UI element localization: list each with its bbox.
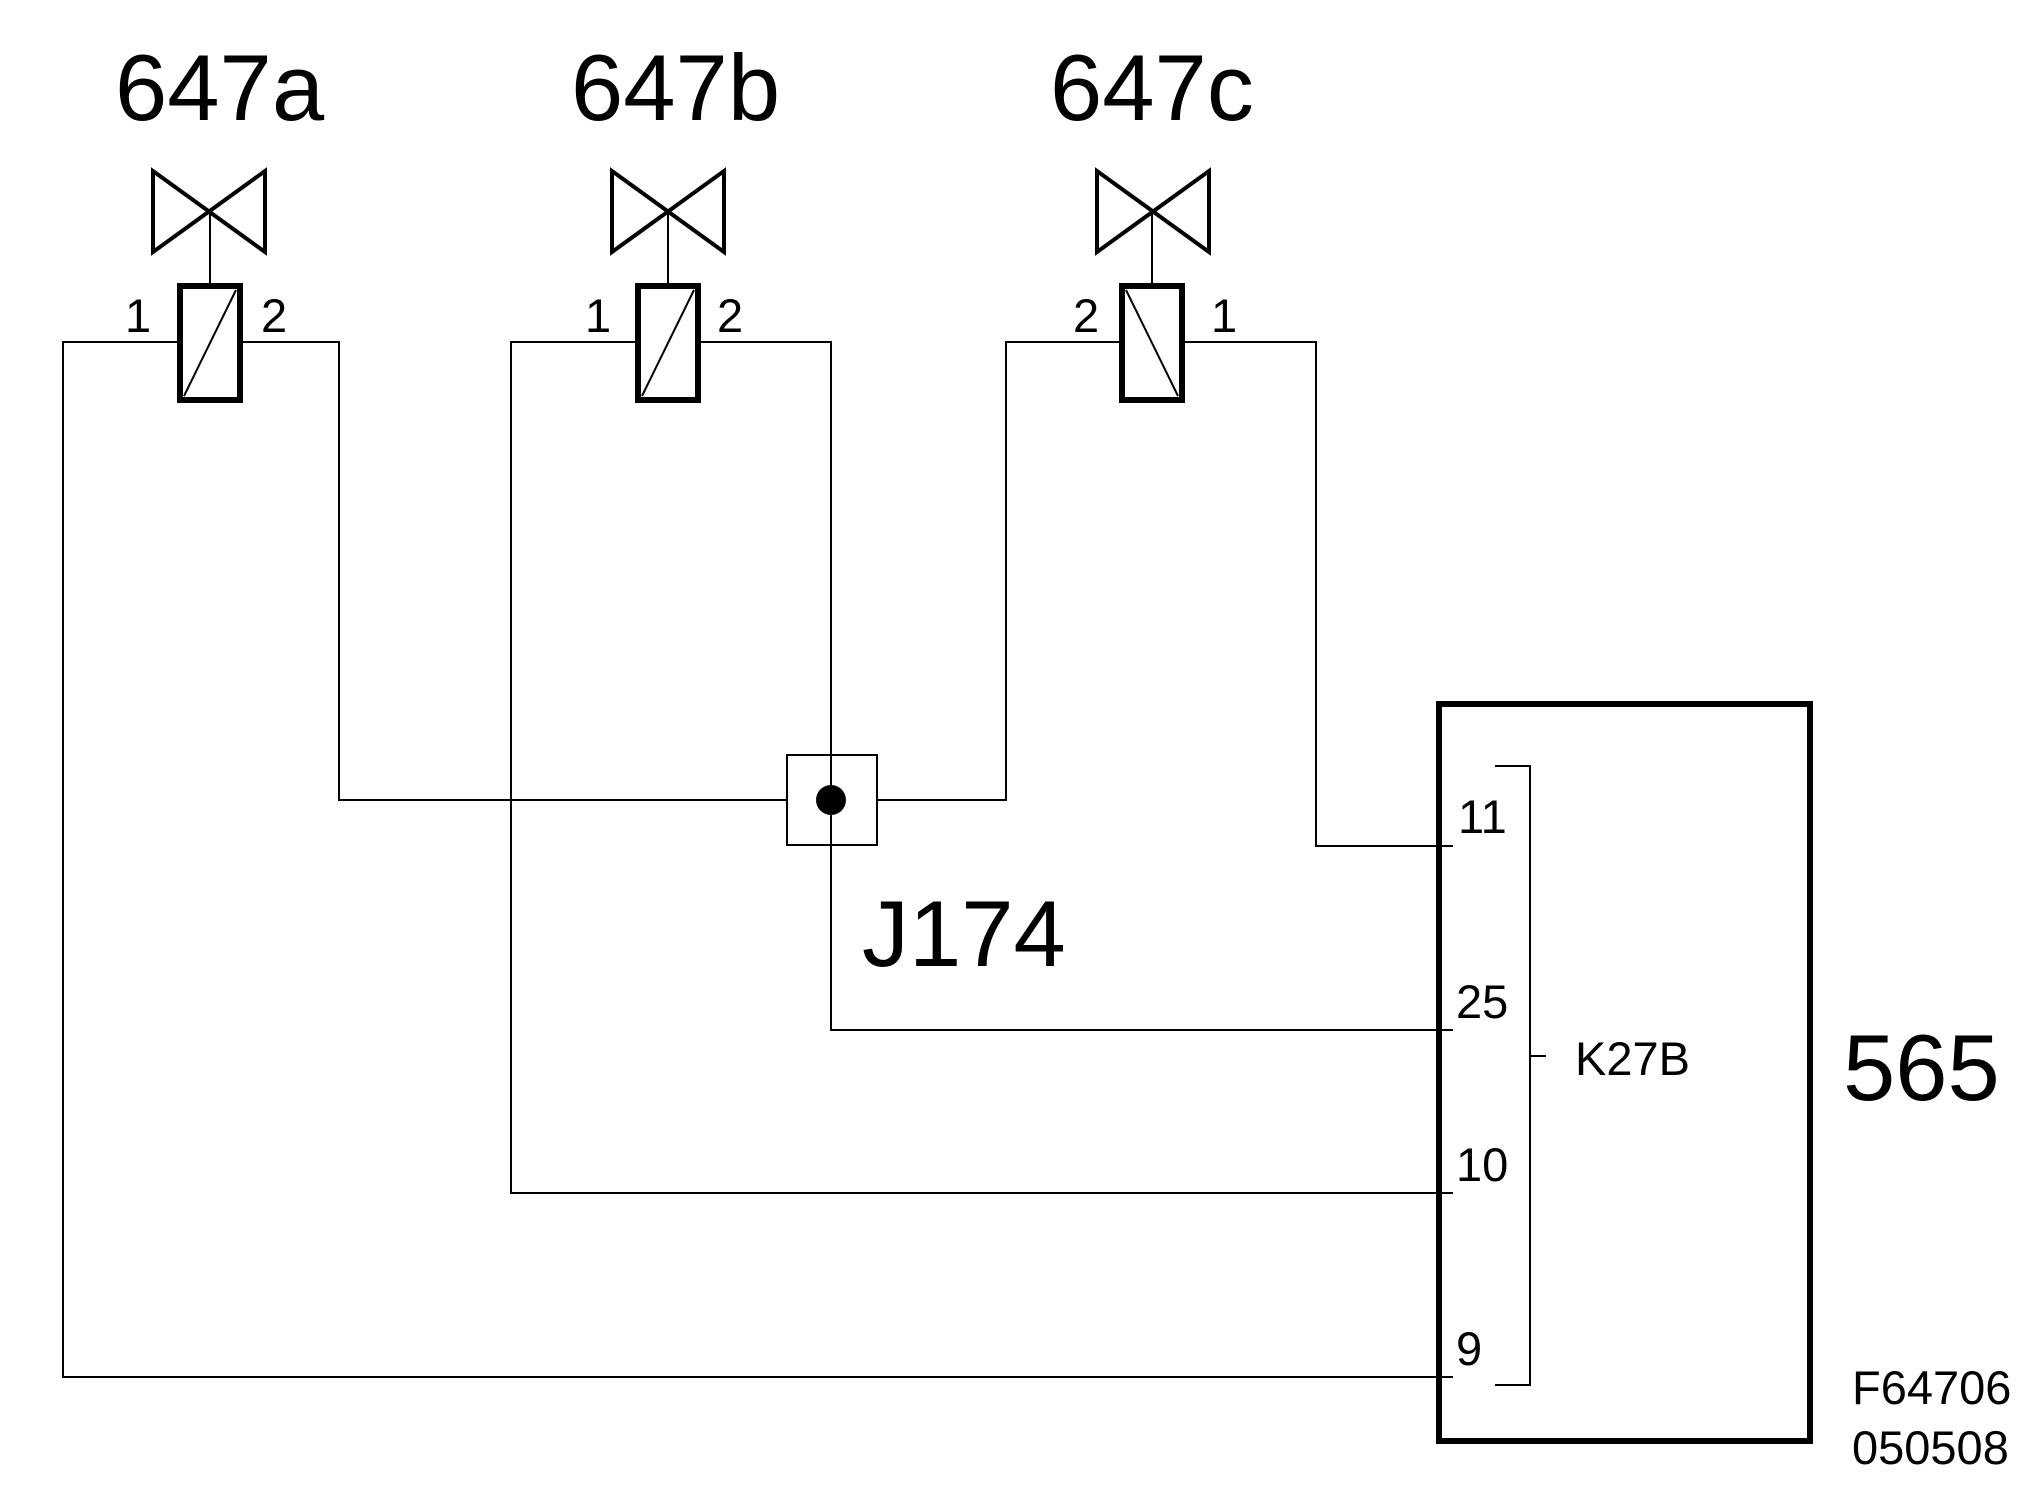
wires: [62, 341, 1453, 1378]
solenoid-valve-647c: 647c 2 1: [1050, 35, 1254, 403]
wire-647c-2-to-j174: [877, 341, 1122, 801]
solenoid-coil-diagonal: [641, 289, 695, 397]
solenoid-coil-diagonal: [1125, 289, 1179, 397]
figure-reference: F64706 050508: [1852, 1361, 2011, 1474]
pin-label: 10: [1456, 1138, 1508, 1191]
pin-label: 2: [1073, 289, 1099, 342]
pin-label: 1: [1211, 289, 1237, 342]
figure-reference-code: F64706: [1852, 1361, 2011, 1414]
solenoid-valve-647a: 647a 1 2: [115, 35, 325, 403]
valve-label-647c: 647c: [1050, 35, 1254, 140]
connector-label: K27B: [1575, 1032, 1690, 1085]
junction-j174: J174: [786, 754, 1066, 986]
control-unit-565: K27B 11 25 10 9 565: [1436, 701, 2000, 1444]
pin-label: 1: [125, 289, 151, 342]
wire-647a-2-to-j174: [240, 341, 788, 801]
pin-label: 2: [717, 289, 743, 342]
valve-symbol-icon: [610, 167, 726, 256]
junction-label: J174: [862, 881, 1066, 986]
junction-dot-icon: [816, 785, 846, 815]
valve-label-647a: 647a: [115, 35, 325, 140]
pin-label: 2: [261, 289, 287, 342]
pin-label: 25: [1456, 975, 1508, 1028]
wire-647a-1-to-pin-9: [62, 341, 1453, 1378]
connector-bracket: [1495, 765, 1531, 1386]
valve-symbol-icon: [151, 167, 267, 256]
pin-label: 1: [585, 289, 611, 342]
wire-647c-1-to-pin-11: [1182, 341, 1453, 847]
junction-box: [786, 754, 878, 846]
wire-647b-1-to-pin-10: [510, 341, 1453, 1194]
valve-label-647b: 647b: [571, 35, 780, 140]
control-unit-box: [1436, 701, 1813, 1444]
valve-symbol-icon: [1095, 167, 1211, 256]
figure-reference-date: 050508: [1852, 1421, 2009, 1474]
wire-647b-2-to-pin-25: [698, 341, 1453, 1031]
pin-label: 11: [1458, 790, 1507, 843]
solenoid-coil-diagonal: [183, 289, 237, 397]
solenoid-valve-647b: 647b 1 2: [571, 35, 780, 403]
pin-label: 9: [1456, 1322, 1482, 1375]
control-unit-label: 565: [1843, 1015, 2000, 1120]
